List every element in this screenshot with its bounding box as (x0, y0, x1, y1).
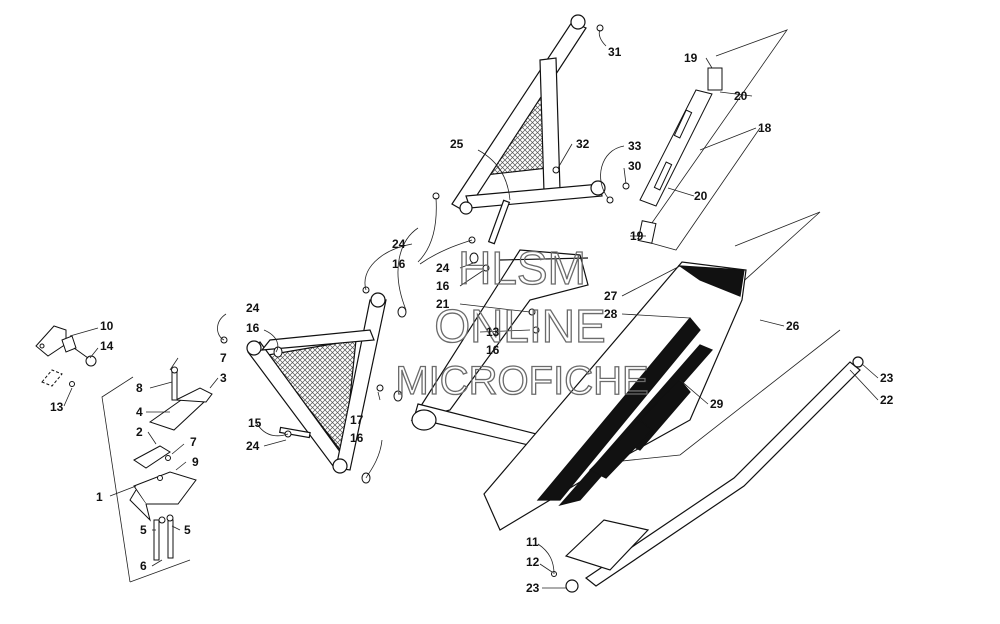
callout-27: 27 (604, 289, 618, 303)
callout-13b: 13 (486, 325, 500, 339)
callout-7b: 7 (190, 435, 197, 449)
step-plate-part-18 (637, 67, 723, 244)
leader-lines (63, 29, 879, 589)
callout-13a: 13 (50, 400, 64, 414)
callout-16c: 16 (436, 279, 450, 293)
callout-29: 29 (710, 397, 724, 411)
long-tube-part-22 (564, 356, 864, 593)
callout-15: 15 (248, 416, 262, 430)
callout-20a: 20 (734, 89, 748, 103)
callout-32: 32 (576, 137, 590, 151)
watermark-line-3: MICROFICHE (395, 359, 648, 403)
callout-25: 25 (450, 137, 464, 151)
callout-labels: 1 2 3 4 5 5 6 7 7 8 9 10 11 12 13 13 14 … (50, 45, 894, 595)
callout-10: 10 (100, 319, 114, 333)
callout-5b: 5 (184, 523, 191, 537)
callout-3: 3 (220, 371, 227, 385)
watermark-line-1: HLSM (458, 242, 586, 294)
group-outline-left-bracket (101, 376, 191, 583)
callout-24c: 24 (436, 261, 450, 275)
callout-16d: 16 (486, 343, 500, 357)
callout-28: 28 (604, 307, 618, 321)
callout-16e: 16 (350, 431, 364, 445)
callout-5a: 5 (140, 523, 147, 537)
callout-14: 14 (100, 339, 114, 353)
mount-assembly-left (129, 366, 213, 561)
callout-26: 26 (786, 319, 800, 333)
callout-11: 11 (526, 535, 539, 549)
callout-16b: 16 (392, 257, 406, 271)
callout-17: 17 (350, 413, 364, 427)
callout-21: 21 (436, 297, 450, 311)
callout-8: 8 (136, 381, 143, 395)
watermark: HLSM ONLINE MICROFICHE (395, 241, 650, 403)
callout-4: 4 (136, 405, 143, 419)
group-outline-step-plate (639, 29, 789, 251)
callout-24b: 24 (392, 237, 406, 251)
callout-7a: 7 (220, 351, 227, 365)
callout-2: 2 (136, 425, 143, 439)
callout-12: 12 (526, 555, 540, 569)
side-panel-part-26 (483, 261, 747, 531)
callout-6: 6 (140, 559, 147, 573)
callout-24a: 24 (246, 301, 260, 315)
callout-19b: 19 (630, 229, 644, 243)
callout-16a: 16 (246, 321, 260, 335)
bracket-part-10 (35, 325, 97, 387)
callout-30: 30 (628, 159, 642, 173)
upper-frame-part-25 (451, 14, 606, 245)
callout-1: 1 (96, 490, 103, 504)
callout-18: 18 (758, 121, 772, 135)
callout-20b: 20 (694, 189, 708, 203)
callout-33: 33 (628, 139, 642, 153)
watermark-line-2: ONLINE (434, 300, 605, 352)
callout-19a: 19 (684, 51, 698, 65)
callout-23b: 23 (526, 581, 540, 595)
callout-31: 31 (608, 45, 622, 59)
callout-24d: 24 (246, 439, 260, 453)
side-frame-part-15 (246, 292, 387, 474)
callout-9: 9 (192, 455, 199, 469)
callout-23a: 23 (880, 371, 894, 385)
callout-22: 22 (880, 393, 894, 407)
